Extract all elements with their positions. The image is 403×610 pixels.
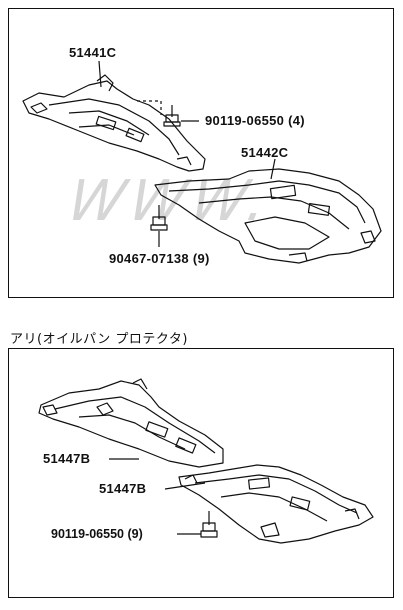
label-bolt-90119-bottom: 90119-06550 (9) [51,527,143,541]
top-parts-drawing [22,60,382,264]
label-part-51447b-lower: 51447B [99,481,147,496]
section-title-oil-pan-protector: アリ(オイルパン プロテクタ) [10,332,188,347]
part-51447b-upper-shape [38,378,224,468]
bottom-parts-drawing [38,378,374,544]
label-part-51442c: 51442C [241,145,289,160]
bolt-a-shape [163,105,181,127]
diagram-panel-top: WWW. [8,8,394,298]
label-part-51447b-upper: 51447B [43,451,91,466]
bolt-b-shape [150,205,168,231]
label-bolt-90119: 90119-06550 (4) [205,113,305,128]
bolt-c-shape [200,511,218,538]
part-51441c-shape [22,74,206,172]
label-part-51441c: 51441C [69,45,117,60]
part-51447b-lower-shape [178,464,374,544]
part-51442c-shape [154,168,382,264]
label-bolt-90467: 90467-07138 (9) [109,251,210,266]
diagram-panel-bottom: 51447B 51447B 90119-06550 (9) [8,348,394,598]
